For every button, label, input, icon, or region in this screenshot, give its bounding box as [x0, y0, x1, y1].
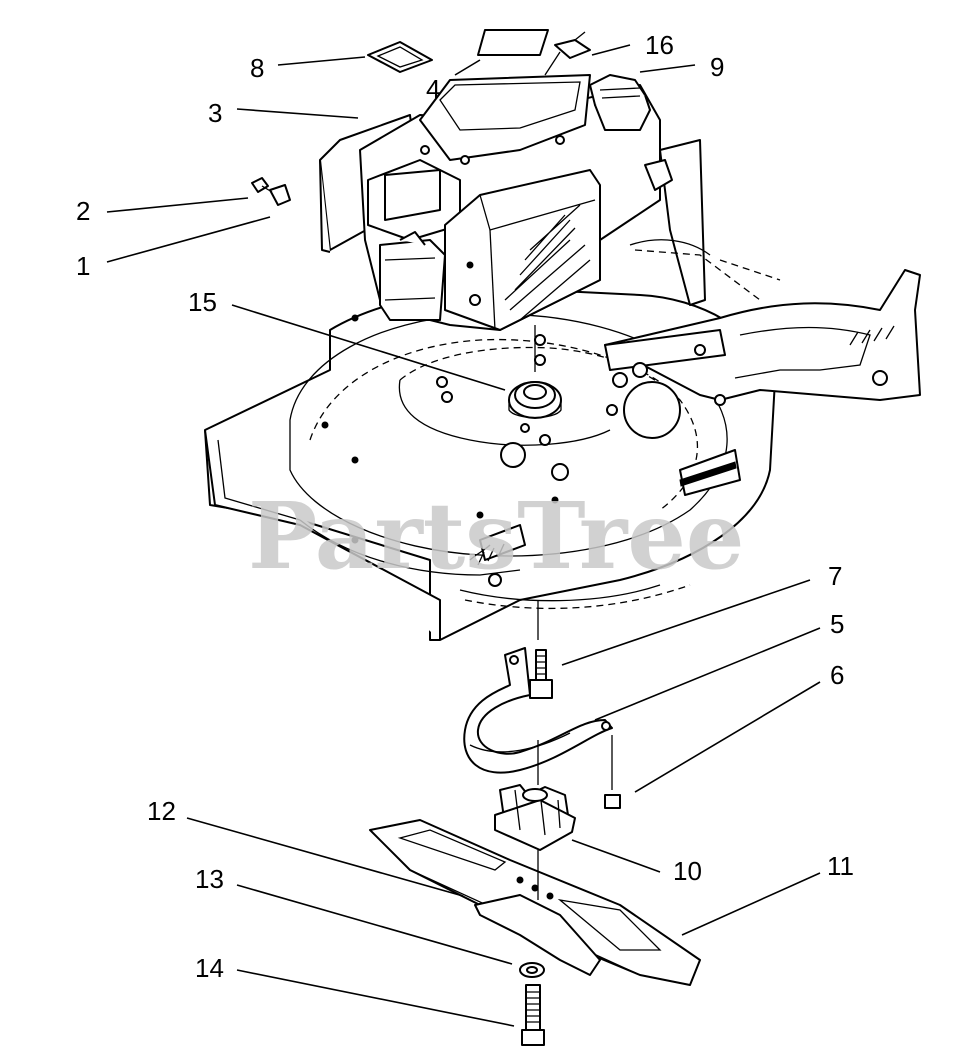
leader-1: [106, 216, 271, 263]
part-12-plate[interactable]: [474, 850, 601, 976]
callout-12: 12: [147, 796, 176, 826]
part-6-screw[interactable]: [604, 735, 621, 809]
part-7-bolt[interactable]: [529, 600, 553, 699]
part-1-clip[interactable]: [269, 184, 291, 206]
callout-7: 7: [828, 561, 842, 591]
leader-14: [236, 969, 515, 1027]
leader-7: [561, 579, 811, 666]
leader-5: [594, 627, 821, 721]
leader-16: [591, 44, 631, 56]
part-10-hub[interactable]: [494, 740, 576, 851]
leader-15: [231, 304, 506, 391]
leader-4: [454, 59, 481, 76]
callout-10: 10: [673, 856, 702, 886]
callout-1: 1: [76, 251, 90, 281]
part-14-bolt[interactable]: [521, 984, 545, 1046]
callout-11: 11: [827, 851, 854, 881]
callout-2: 2: [76, 196, 90, 226]
leader-11: [681, 872, 821, 936]
callout-3: 3: [208, 98, 222, 128]
callout-15: 15: [188, 287, 217, 317]
leader-9: [639, 64, 696, 73]
callout-5: 5: [830, 609, 844, 639]
callout-9: 9: [710, 52, 724, 82]
callout-8: 8: [250, 53, 264, 83]
part-15-bearing[interactable]: [508, 381, 562, 419]
leader-13: [236, 884, 513, 965]
callout-13: 13: [195, 864, 224, 894]
handle-bracket[interactable]: [604, 239, 921, 406]
part-4-cover[interactable]: [477, 29, 549, 56]
leader-2: [106, 197, 249, 213]
leader-3: [236, 108, 359, 119]
part-2-screw[interactable]: [251, 177, 273, 193]
callout-labels: 8 4 16 9 3 2 1 15 7 5 6 10 11 12 13 14: [76, 30, 854, 983]
callout-16: 16: [645, 30, 674, 60]
leader-12: [186, 817, 464, 897]
callout-14: 14: [195, 953, 224, 983]
part-13-washer[interactable]: [519, 962, 545, 978]
leader-10: [571, 839, 661, 873]
part-16-lead[interactable]: [544, 31, 591, 76]
leader-lines: [106, 44, 821, 1027]
mower-deck[interactable]: [204, 139, 776, 641]
leader-6: [634, 681, 821, 793]
callout-6: 6: [830, 660, 844, 690]
engine[interactable]: [319, 74, 673, 372]
part-5-adapter[interactable]: [463, 647, 613, 774]
leader-8: [277, 56, 366, 66]
callout-4: 4: [426, 74, 440, 104]
part-8-gasket[interactable]: [367, 41, 433, 73]
watermark: PartsTree: [248, 482, 744, 590]
